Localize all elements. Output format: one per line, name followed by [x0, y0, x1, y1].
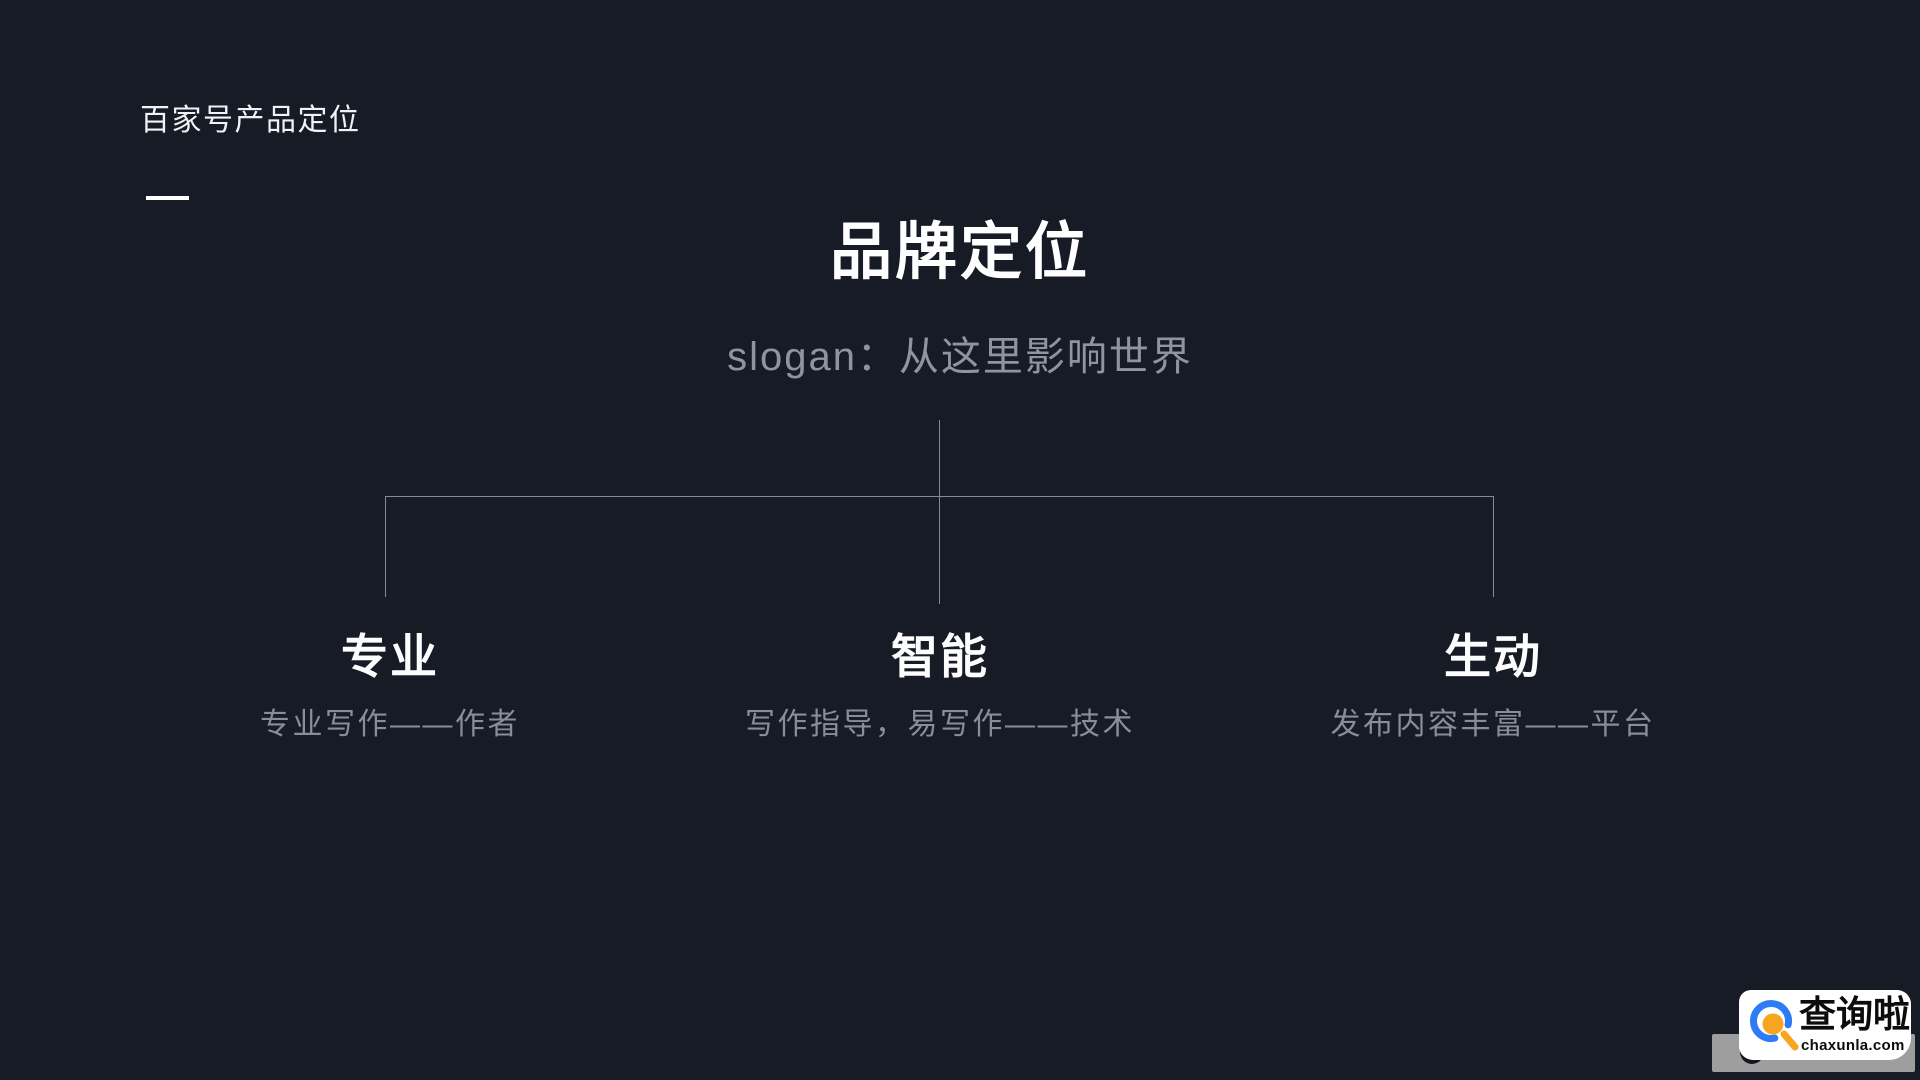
label-underline-dash: [146, 196, 189, 200]
branch-vivid: 生动 发布内容丰富——平台: [1183, 630, 1803, 741]
branch-title: 生动: [1444, 630, 1542, 683]
page-label: 百家号产品定位: [140, 104, 361, 137]
watermark-badge: 查询啦 chaxunla.com: [1739, 990, 1911, 1060]
branch-subtitle: 发布内容丰富——平台: [1330, 708, 1656, 742]
connector-drop-left: [385, 496, 386, 597]
branch-subtitle: 写作指导，易写作——技术: [745, 708, 1135, 742]
magnifier-icon: [1750, 1000, 1799, 1051]
connector-drop-center: [939, 496, 940, 604]
slogan-text: slogan：从这里影响世界: [727, 335, 1193, 379]
branch-title: 专业: [341, 630, 439, 683]
branch-professional: 专业 专业写作——作者: [80, 630, 700, 741]
watermark-domain: chaxunla.com: [1801, 1037, 1905, 1054]
connector-drop-right: [1493, 496, 1494, 597]
branch-intelligent: 智能 写作指导，易写作——技术: [630, 630, 1250, 741]
watermark-brand: 查询啦: [1799, 994, 1910, 1035]
slide-title: 品牌定位: [829, 218, 1090, 287]
branch-title: 智能: [891, 630, 989, 683]
branch-subtitle: 专业写作——作者: [260, 708, 520, 742]
connector-stem-top: [939, 420, 940, 497]
